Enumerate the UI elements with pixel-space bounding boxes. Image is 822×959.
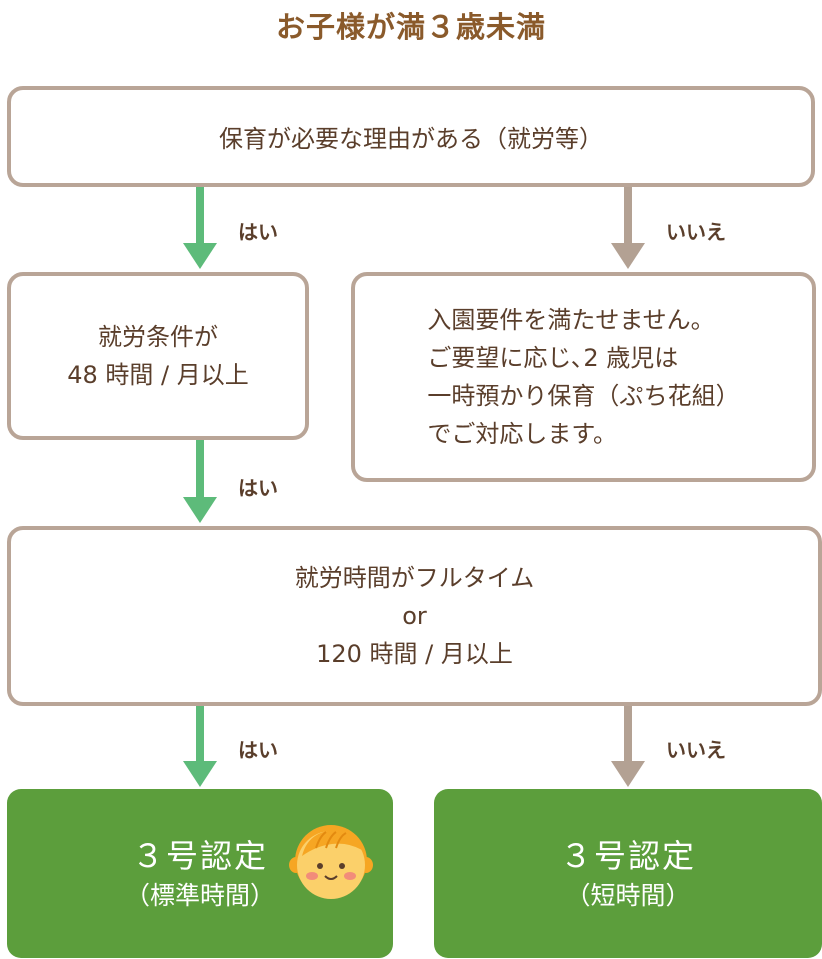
arrow-no-1 bbox=[611, 187, 645, 269]
question-box-fulltime: 就労時間がフルタイム or 120 時間 / 月以上 bbox=[7, 526, 822, 706]
ineligible-line: 一時預かり保育（ぷち花組） bbox=[427, 382, 740, 410]
result-title: ３号認定 bbox=[559, 836, 696, 875]
ineligible-box: 入園要件を満たせません。 ご要望に応じ､2 歳児は 一時預かり保育（ぷち花組） … bbox=[351, 272, 816, 482]
label-no-3: いいえ bbox=[666, 738, 726, 762]
label-yes-2: はい bbox=[238, 476, 278, 500]
ineligible-line: でご対応します。 bbox=[427, 420, 617, 448]
label-yes-3: はい bbox=[238, 738, 278, 762]
question-line: 就労時間がフルタイム bbox=[294, 564, 535, 592]
question-text: 保育が必要な理由がある（就労等） bbox=[219, 125, 603, 153]
question-line: 120 時間 / 月以上 bbox=[316, 640, 513, 668]
result-subtitle: （短時間） bbox=[565, 880, 691, 910]
question-line: 就労条件が bbox=[97, 323, 218, 351]
result-subtitle: （標準時間） bbox=[124, 880, 275, 910]
result-box-standard: ３号認定 （標準時間） bbox=[7, 789, 393, 958]
arrow-no-3 bbox=[611, 706, 645, 787]
arrow-yes-1 bbox=[183, 187, 217, 269]
ineligible-line: ご要望に応じ､2 歳児は bbox=[427, 344, 679, 372]
result-box-short: ３号認定 （短時間） bbox=[434, 789, 822, 958]
question-line: or bbox=[402, 602, 427, 630]
arrow-yes-2 bbox=[183, 440, 217, 523]
label-no-1: いいえ bbox=[666, 220, 726, 244]
question-line: 48 時間 / 月以上 bbox=[67, 361, 249, 389]
diagram-title: お子様が満３歳未満 bbox=[275, 10, 546, 44]
ineligible-line: 入園要件を満たせません。 bbox=[427, 306, 715, 334]
arrow-yes-3 bbox=[183, 706, 217, 787]
label-yes-1: はい bbox=[238, 220, 278, 244]
question-box-need-reason: 保育が必要な理由がある（就労等） bbox=[7, 86, 815, 187]
result-title: ３号認定 bbox=[131, 836, 268, 875]
baby-face-icon bbox=[289, 825, 373, 899]
question-box-48-hours: 就労条件が 48 時間 / 月以上 bbox=[7, 272, 309, 440]
